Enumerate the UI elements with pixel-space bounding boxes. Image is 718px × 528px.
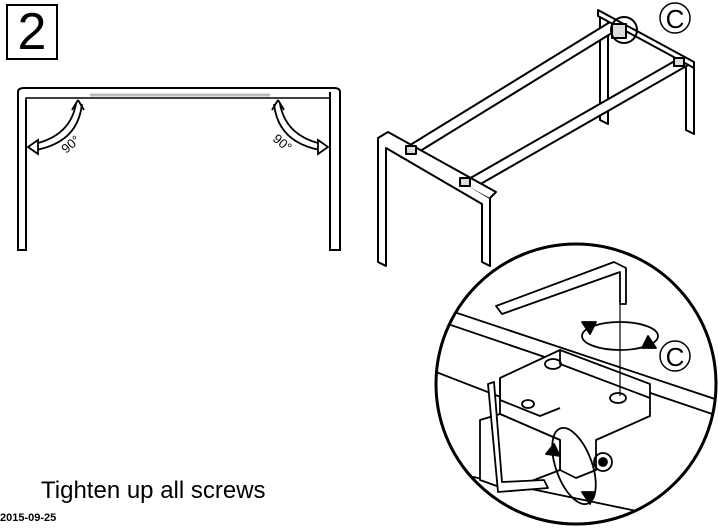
detail-magnifier: C	[434, 242, 718, 526]
instruction-caption: Tighten up all screws	[41, 477, 266, 504]
angle-arrow-left	[26, 99, 85, 156]
angle-arrow-right	[271, 99, 330, 156]
document-date: 2015-09-25	[0, 512, 57, 524]
callout-letter-detail: C	[666, 342, 685, 372]
callout-circle-detail	[659, 340, 691, 372]
angle-label-right: 90°	[270, 131, 295, 155]
step-number-box: 2	[6, 4, 58, 60]
frame-front-view	[17, 87, 341, 251]
step-number: 2	[17, 3, 47, 61]
frame-isometric-view	[377, 9, 695, 267]
angle-label-left: 90°	[58, 132, 83, 156]
callout-letter-top: C	[666, 4, 685, 34]
callout-circle-top	[659, 2, 691, 34]
